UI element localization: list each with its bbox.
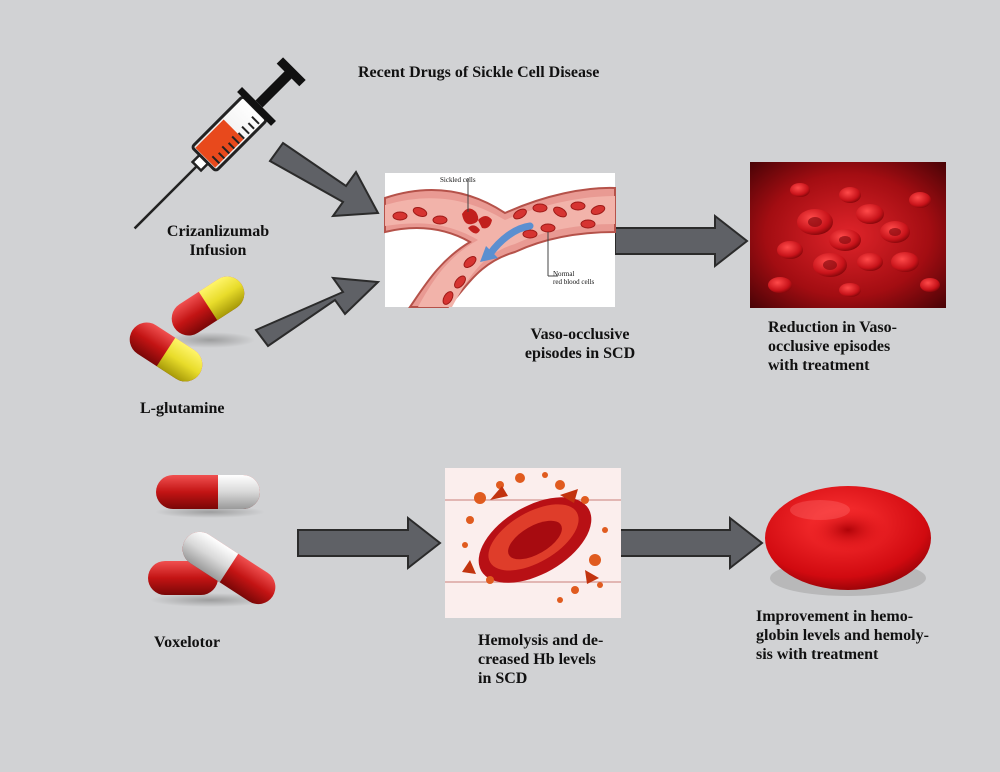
page-title: Recent Drugs of Sickle Cell Disease <box>358 64 600 81</box>
l-glutamine-label: L-glutamine <box>140 400 225 417</box>
arrow-syringe-to-vessel <box>268 141 380 218</box>
voxelotor-label: Voxelotor <box>154 634 221 651</box>
voxelotor-capsule-icon <box>148 475 276 607</box>
hemolysis-label: Hemolysis and de- creased Hb levels in S… <box>478 632 604 687</box>
red-blood-cell-icon <box>765 486 931 596</box>
arrow-vessel-to-reduction <box>614 213 749 269</box>
improvement-label: Improvement in hemo- globin levels and h… <box>756 608 929 663</box>
reduction-label: Reduction in Vaso- occlusive episodes wi… <box>768 319 897 374</box>
hemolysis-photo <box>445 468 621 618</box>
normal-cells-label: Normal red blood cells <box>553 270 595 286</box>
arrow-glutamine-to-vessel <box>254 276 381 348</box>
arrow-voxelotor-to-hemolysis <box>297 515 442 571</box>
vaso-occlusive-label: Vaso-occlusive episodes in SCD <box>524 326 636 362</box>
sickled-cells-label: Sickled cells <box>440 176 476 184</box>
vessel-illustration <box>384 173 616 308</box>
crizanlizumab-label: Crizanlizumab Infusion <box>166 223 270 259</box>
syringe-icon <box>133 57 306 230</box>
l-glutamine-capsule-icon <box>129 276 255 382</box>
blood-cells-photo <box>750 162 946 308</box>
arrow-hemolysis-to-improvement <box>619 515 764 571</box>
